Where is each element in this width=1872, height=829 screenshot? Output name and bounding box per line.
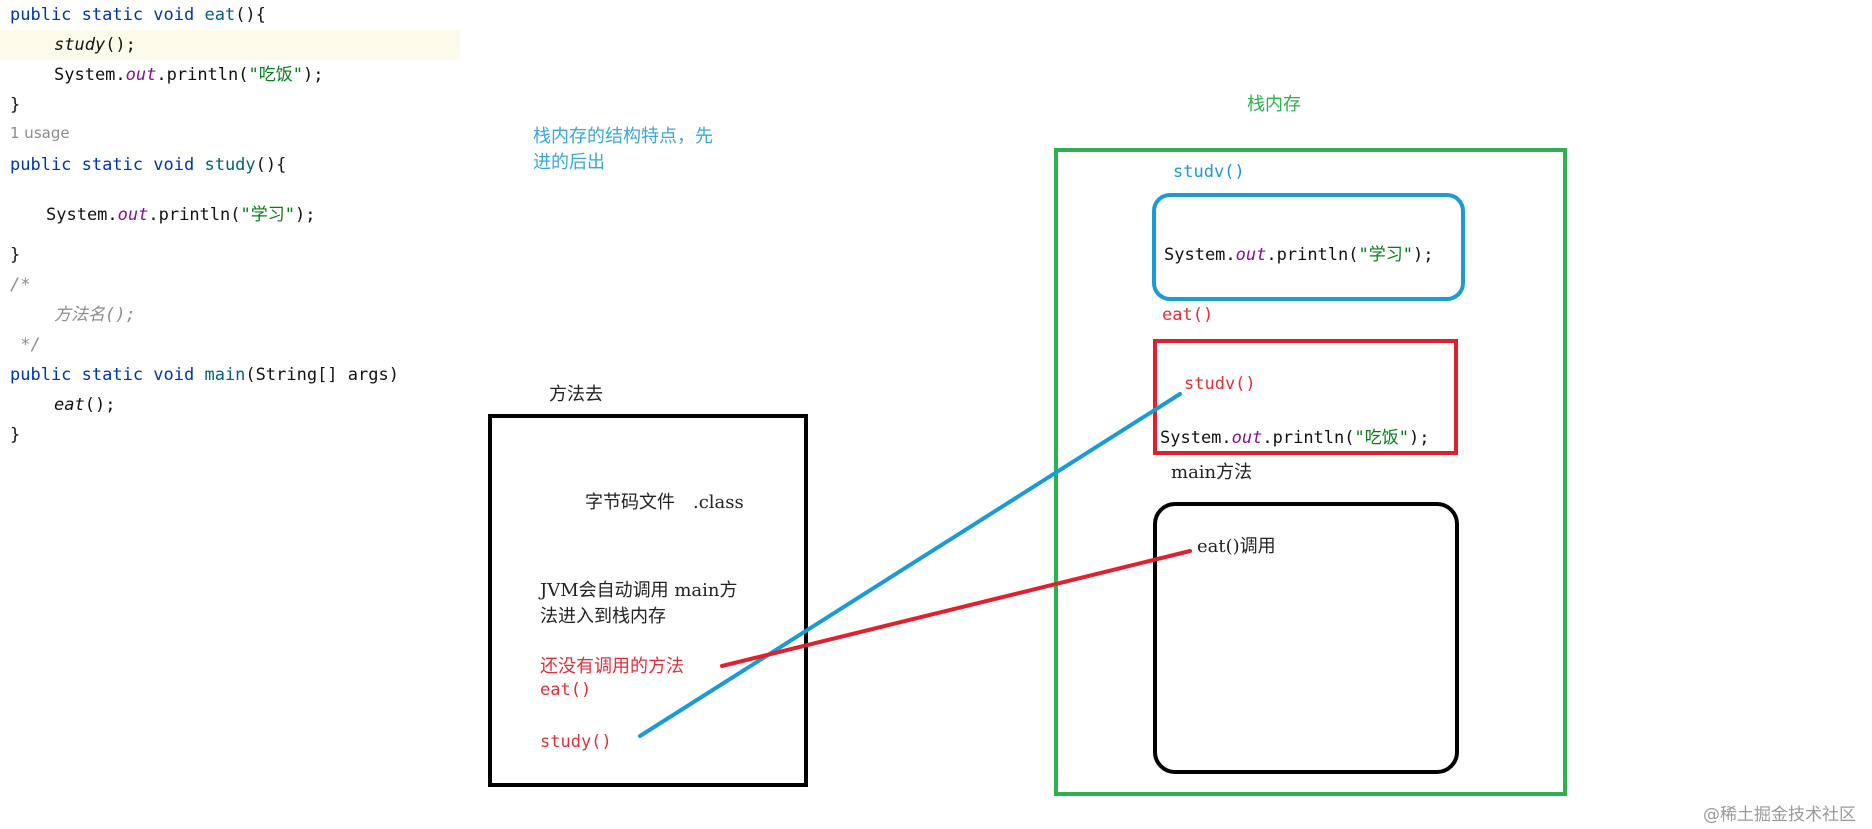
field-name: out	[1231, 428, 1263, 448]
code-text: );	[294, 205, 316, 225]
keyword: public static void	[10, 5, 205, 25]
code-line-study-call: study();	[54, 32, 136, 58]
code-text: );	[1412, 245, 1434, 265]
eat-frame-println: System.out.println("吃饭");	[1160, 423, 1429, 448]
code-line-main-close: }	[10, 425, 21, 445]
eat-frame-inner-call: studv()	[1184, 374, 1256, 394]
code-line-eat-close: }	[10, 95, 21, 115]
field-name: out	[1235, 245, 1267, 265]
study-frame-println: System.out.println("学习");	[1164, 240, 1433, 265]
main-frame-call: eat()调用	[1197, 536, 1276, 557]
code-text: (){	[235, 5, 266, 25]
code-line-main-decl: public static void main(String[] args)	[10, 362, 399, 388]
code-line-comment-close: */	[10, 335, 41, 355]
code-text: .println(	[156, 65, 249, 85]
jvm-note-line-2: 法进入到栈内存	[540, 606, 666, 627]
code-line-comment-body: 方法名();	[54, 305, 136, 325]
stack-note-line-2: 进的后出	[533, 152, 605, 173]
string-literal: "学习"	[1358, 245, 1413, 265]
uncalled-methods-label: 还没有调用的方法	[540, 656, 684, 677]
string-literal: "学习"	[240, 205, 295, 225]
bytecode-label: 字节码文件 .class	[585, 492, 744, 513]
method-name: study	[204, 155, 256, 175]
string-literal: "吃饭"	[248, 65, 303, 85]
usage-hint[interactable]: 1 usage	[10, 124, 70, 142]
method-area-title: 方法去	[549, 384, 603, 405]
study-frame-label: studv()	[1173, 162, 1245, 182]
watermark: @稀土掘金技术社区	[1703, 805, 1856, 825]
code-line-eat-decl: public static void eat(){	[10, 2, 266, 28]
method-call: eat	[54, 395, 85, 415]
main-frame-label: main方法	[1171, 462, 1253, 483]
field-name: out	[117, 205, 149, 225]
code-text: ();	[105, 35, 136, 55]
string-literal: "吃饭"	[1354, 428, 1409, 448]
method-name: eat	[204, 5, 236, 25]
method-call: study	[54, 35, 106, 55]
code-line-eat-call: eat();	[54, 392, 115, 418]
field-name: out	[125, 65, 157, 85]
code-text: );	[1408, 428, 1430, 448]
stack-note: 栈内存的结构特点，先 进的后出	[533, 124, 713, 176]
method-name: main	[204, 365, 246, 385]
code-text: .println(	[148, 205, 241, 225]
eat-frame-label: eat()	[1162, 305, 1214, 325]
code-text: System.	[1164, 245, 1236, 265]
code-text: System.	[46, 205, 118, 225]
code-text: ();	[84, 395, 116, 415]
method-area-eat: eat()	[540, 680, 592, 700]
stack-title: 栈内存	[1247, 94, 1301, 115]
stack-note-line-1: 栈内存的结构特点，先	[533, 126, 713, 147]
code-text: (){	[255, 155, 287, 175]
study-frame-box	[1152, 193, 1465, 301]
code-line-study-close: }	[10, 245, 21, 265]
code-text: (String[] args)	[245, 365, 399, 385]
code-line-comment-open: /*	[10, 275, 31, 295]
code-line-study-println: System.out.println("学习");	[46, 202, 315, 228]
current-line-highlight	[0, 30, 460, 60]
code-line-eat-println: System.out.println("吃饭");	[54, 62, 323, 88]
code-line-study-decl: public static void study(){	[10, 152, 286, 178]
jvm-note: JVM会自动调用 main方 法进入到栈内存	[540, 578, 738, 630]
jvm-note-line-1: JVM会自动调用 main方	[540, 580, 738, 601]
code-text: .println(	[1266, 245, 1359, 265]
code-text: );	[302, 65, 324, 85]
keyword: public static void	[10, 365, 205, 385]
code-text: .println(	[1262, 428, 1355, 448]
method-area-study: study()	[540, 732, 612, 752]
keyword: public static void	[10, 155, 205, 175]
code-text: System.	[1160, 428, 1232, 448]
code-text: System.	[54, 65, 126, 85]
